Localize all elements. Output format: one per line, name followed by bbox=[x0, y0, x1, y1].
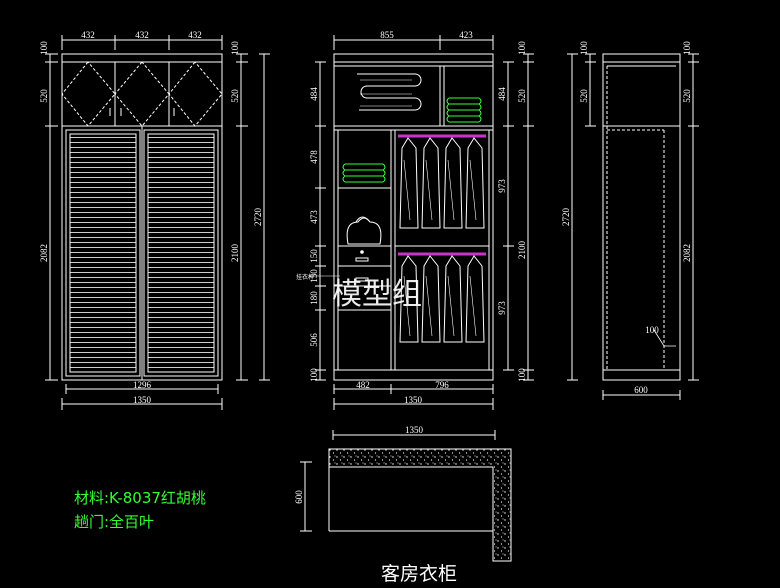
side-elevation bbox=[567, 53, 699, 400]
interior-bottom-dim-2: 796 bbox=[435, 380, 449, 390]
front-top-dim-3: 432 bbox=[188, 30, 202, 40]
hanging-rod-label: 挂衣杆 bbox=[296, 273, 314, 281]
plan-view bbox=[300, 430, 512, 562]
interior-elevation bbox=[312, 35, 534, 410]
interior-left-h3: 473 bbox=[309, 210, 319, 224]
side-right-h3: 2082 bbox=[682, 244, 692, 262]
watermark-text: 模型组 bbox=[332, 277, 422, 312]
front-right-h1: 100 bbox=[230, 41, 240, 55]
door-note: 趟门:全百叶 bbox=[74, 513, 154, 531]
side-dim-labels: 100 520 2720 100 520 2082 100 600 bbox=[561, 41, 692, 395]
side-callout: 100 bbox=[645, 325, 659, 335]
front-top-dim-1: 432 bbox=[81, 30, 95, 40]
front-right-h3: 2100 bbox=[230, 244, 240, 263]
front-left-h1: 100 bbox=[39, 41, 49, 55]
plan-depth: 600 bbox=[294, 490, 304, 504]
interior-right-b3: 2100 bbox=[517, 241, 527, 260]
front-total-height: 2720 bbox=[253, 208, 263, 227]
interior-dim-labels: 855 423 482 796 1350 484 478 473 150 150… bbox=[296, 30, 527, 405]
front-overall-width: 1350 bbox=[133, 395, 152, 405]
side-left-h1: 100 bbox=[579, 41, 589, 55]
interior-left-h5: 150 bbox=[309, 269, 319, 283]
interior-right-b2: 520 bbox=[517, 89, 527, 103]
interior-overall-width: 1350 bbox=[404, 395, 423, 405]
front-right-h2: 520 bbox=[230, 89, 240, 103]
material-note: 材料:K-8037红胡桃 bbox=[74, 489, 206, 507]
side-left-h2: 520 bbox=[579, 89, 589, 103]
drawing-title: 客房衣柜 bbox=[381, 563, 457, 585]
interior-bottom-dim-1: 482 bbox=[356, 380, 370, 390]
interior-right-a2: 973 bbox=[497, 179, 507, 193]
side-left-h3: 2720 bbox=[561, 208, 571, 227]
plan-dim-labels: 1350 600 bbox=[294, 425, 424, 504]
side-right-h2: 520 bbox=[682, 89, 692, 103]
front-inner-width: 1296 bbox=[133, 380, 152, 390]
interior-right-b4: 100 bbox=[517, 368, 527, 382]
side-right-h1: 100 bbox=[682, 41, 692, 55]
side-depth: 600 bbox=[634, 385, 648, 395]
interior-left-h8: 100 bbox=[309, 368, 319, 382]
interior-left-h2: 478 bbox=[309, 150, 319, 164]
interior-top-dim-1: 855 bbox=[380, 30, 394, 40]
interior-right-a1: 484 bbox=[497, 87, 507, 101]
front-elevation bbox=[45, 35, 270, 410]
interior-left-h6: 180 bbox=[309, 291, 319, 305]
front-left-h3: 2082 bbox=[39, 244, 49, 262]
interior-top-dim-2: 423 bbox=[459, 30, 473, 40]
plan-width: 1350 bbox=[405, 425, 424, 435]
interior-left-h7: 506 bbox=[309, 333, 319, 347]
interior-left-h1: 484 bbox=[309, 87, 319, 101]
front-dim-labels: 432 432 432 1296 1350 100 520 2082 100 5… bbox=[39, 30, 263, 405]
front-top-dim-2: 432 bbox=[135, 30, 149, 40]
interior-right-a3: 973 bbox=[497, 301, 507, 315]
interior-right-b1: 100 bbox=[517, 41, 527, 55]
interior-left-h4: 150 bbox=[309, 249, 319, 263]
front-left-h2: 520 bbox=[39, 89, 49, 103]
